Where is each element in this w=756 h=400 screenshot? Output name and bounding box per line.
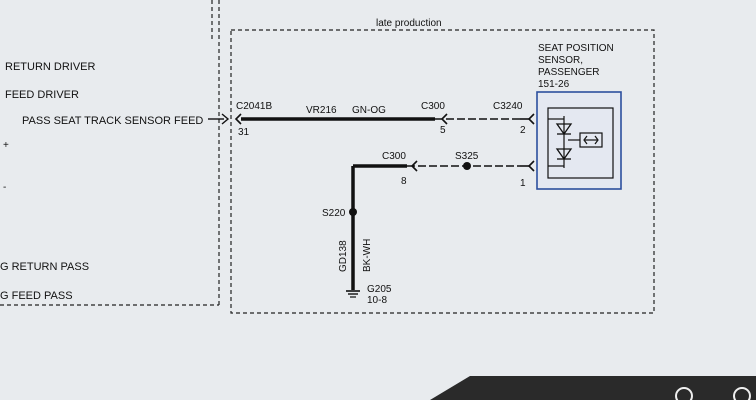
connector-c300-top-label: C300 [421,101,445,112]
connector-c3240-pin2: 2 [520,125,526,136]
feed-arrow-icon [221,113,230,125]
device-bottom-bar [430,376,756,400]
label-pass-seat-track-feed: PASS SEAT TRACK SENSOR FEED [22,115,203,127]
label-minus: - [3,182,6,193]
connector-c300-bottom-pin: 8 [401,176,407,187]
sensor-magnet-arrows [583,135,599,145]
connector-c2041b-label: C2041B [236,101,272,112]
sensor-inner-box [547,107,614,179]
zoom-in-icon[interactable] [733,387,751,400]
splice-s220-label: S220 [322,208,346,219]
splice-s220-icon [349,208,357,216]
connector-c300-bottom-icon [410,160,418,172]
wire-top-color: GN-OG [352,105,386,116]
late-production-box [230,29,655,314]
label-return-pass: G RETURN PASS [0,261,89,273]
region-label: late production [376,18,442,29]
component-name-line3: PASSENGER [538,67,600,78]
connector-c300-top-pin: 5 [440,125,446,136]
wire-ground-circuit: GD138 [338,240,349,272]
wire-top-circuit: VR216 [306,105,337,116]
zoom-out-icon[interactable] [675,387,693,400]
component-name-line2: SENSOR, [538,55,583,66]
connector-c2041b-pin: 31 [238,127,250,138]
component-name-line1: SEAT POSITION [538,43,614,54]
connector-c300-top-icon [440,113,448,125]
label-plus: + [3,140,9,151]
ground-ref: 10-8 [367,295,387,306]
splice-s325-label: S325 [455,151,479,162]
ground-g205-label: G205 [367,284,392,295]
wire-ground-color: BK-WH [362,239,373,272]
label-return-driver: RETURN DRIVER [5,61,96,73]
label-feed-pass: G FEED PASS [0,290,73,302]
component-ref: 151-26 [538,79,570,90]
connector-c2041b-icon [234,113,242,125]
label-feed-driver: FEED DRIVER [5,89,79,101]
connector-c3240-pin1: 1 [520,178,526,189]
connector-c300-bottom-label: C300 [382,151,406,162]
splice-s325-icon [463,162,471,170]
connector-c3240-label: C3240 [493,101,523,112]
